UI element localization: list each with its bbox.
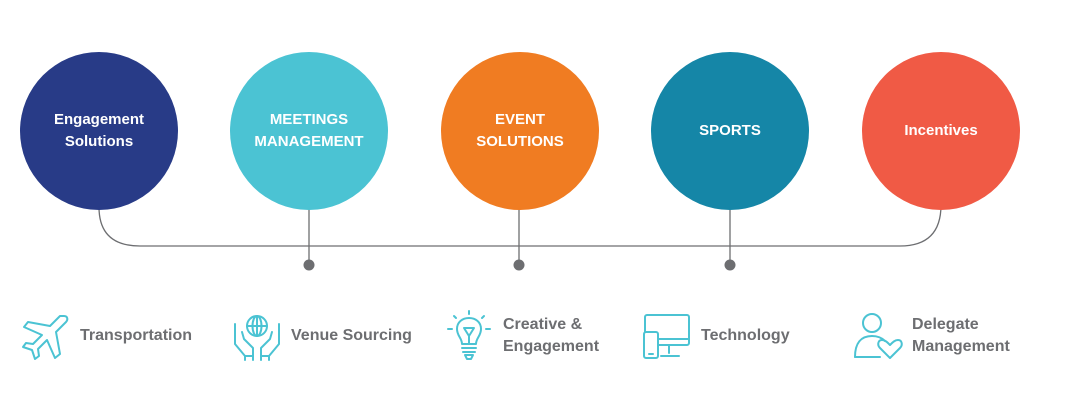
circle-engagement-solutions: Engagement Solutions <box>20 52 178 210</box>
circle-label-line1: Incentives <box>904 122 978 139</box>
airplane-icon <box>22 315 69 360</box>
circle-label-line2: Solutions <box>64 133 134 150</box>
circle-label-line2: MANAGEMENT <box>254 133 364 150</box>
service-creative-engagement: Creative & Engagement <box>443 306 599 366</box>
service-label-line1: Transportation <box>80 327 193 344</box>
circle-sports: SPORTS <box>651 52 809 210</box>
service-delegate-management: Delegate Management <box>852 306 1010 366</box>
connector-dot-event <box>513 259 525 271</box>
circle-label-line1: Engagement <box>53 111 144 128</box>
service-label-line2: Engagement <box>503 338 600 355</box>
service-label-line1: Technology <box>701 327 790 344</box>
connector-bracket <box>98 204 942 247</box>
circle-incentives: Incentives <box>862 52 1020 210</box>
circle-meetings-management: MEETINGS MANAGEMENT <box>230 52 388 210</box>
connector-dot-sports <box>724 259 736 271</box>
lightbulb-icon <box>447 310 491 360</box>
service-technology: Technology <box>641 306 790 366</box>
service-label-line1: Venue Sourcing <box>291 327 412 344</box>
service-label-line1: Delegate <box>912 316 979 333</box>
service-label-line2: Management <box>912 338 1010 355</box>
service-transportation: Transportation <box>20 306 192 366</box>
connector-dot-meetings <box>303 259 315 271</box>
service-venue-sourcing: Venue Sourcing <box>231 306 412 366</box>
circle-event-solutions: EVENT SOLUTIONS <box>441 52 599 210</box>
hands-globe-icon <box>234 315 280 361</box>
person-heart-icon <box>854 313 903 359</box>
circle-label-line1: MEETINGS <box>269 111 349 128</box>
circle-label-line1: EVENT <box>494 111 545 128</box>
service-label-line1: Creative & <box>503 316 583 333</box>
circle-label-line1: SPORTS <box>699 122 761 139</box>
devices-icon <box>643 314 690 359</box>
circle-label-line2: SOLUTIONS <box>476 133 564 150</box>
